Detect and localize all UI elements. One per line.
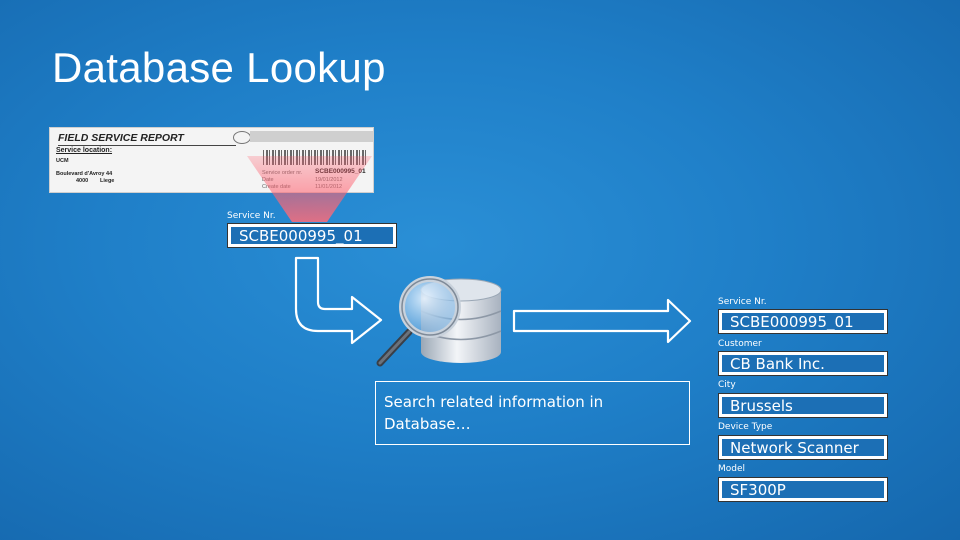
- report-section-label: Service location:: [56, 147, 113, 154]
- scan-field-label: Service Nr.: [227, 211, 276, 221]
- report-order-label: Service order nr.: [262, 170, 303, 176]
- result-value-service-nr: SCBE000995_01: [721, 312, 885, 331]
- scan-field: SCBE000995_01: [227, 223, 397, 248]
- result-value-customer: CB Bank Inc.: [721, 354, 885, 373]
- report-date-label: Date: [262, 177, 274, 183]
- result-field-city: Brussels: [718, 393, 888, 418]
- report-logo-icon: [233, 131, 251, 144]
- report-create-value: 11/01/2012: [315, 184, 343, 190]
- barcode-icon: [263, 150, 367, 165]
- report-title: FIELD SERVICE REPORT: [58, 132, 184, 144]
- report-city: Liege: [100, 178, 115, 184]
- report-postal-code: 4000: [76, 178, 89, 184]
- result-label-customer: Customer: [718, 339, 762, 349]
- slide-title: Database Lookup: [52, 44, 386, 91]
- report-company: UCM: [56, 158, 69, 164]
- scan-field-value: SCBE000995_01: [230, 226, 394, 245]
- result-label-service-nr: Service Nr.: [718, 297, 767, 307]
- result-field-model: SF300P: [718, 477, 888, 502]
- report-header-bar: [250, 131, 373, 142]
- result-field-device-type: Network Scanner: [718, 435, 888, 460]
- result-label-city: City: [718, 380, 736, 390]
- result-field-service-nr: SCBE000995_01: [718, 309, 888, 334]
- result-value-device-type: Network Scanner: [721, 438, 885, 457]
- result-label-model: Model: [718, 464, 746, 474]
- field-service-report-image: FIELD SERVICE REPORT Service location: U…: [49, 127, 374, 193]
- result-label-device-type: Device Type: [718, 422, 773, 432]
- report-title-underline: [58, 145, 236, 146]
- result-value-city: Brussels: [721, 396, 885, 415]
- report-date-value: 19/01/2012: [315, 177, 343, 183]
- report-order-value: SCBE000995_01: [315, 168, 366, 175]
- result-field-customer: CB Bank Inc.: [718, 351, 888, 376]
- report-create-label: Create date: [262, 184, 291, 190]
- search-description: Search related information in Database…: [375, 381, 690, 445]
- report-address: Boulevard d'Avroy 44: [56, 171, 113, 177]
- result-value-model: SF300P: [721, 480, 885, 499]
